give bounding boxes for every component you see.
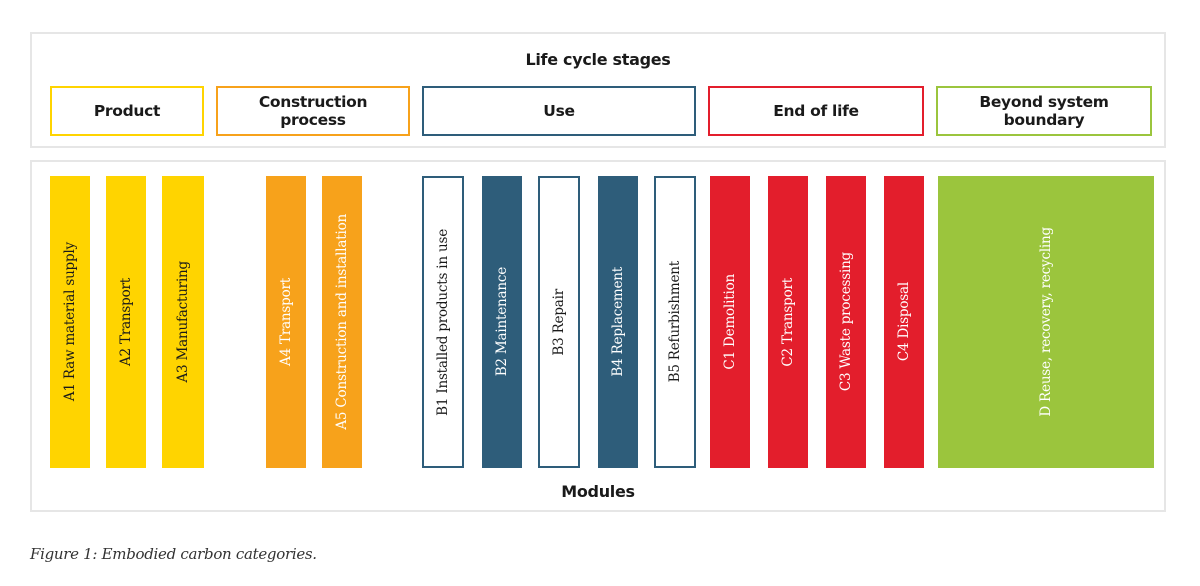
module-a5-construction-and-installation: A5 Construction and installation [322, 176, 362, 468]
module-b2-maintenance: B2 Maintenance [482, 176, 522, 468]
stage-label: End of life [773, 102, 859, 120]
module-label: A3 Manufacturing [175, 261, 191, 383]
module-d-reuse-recovery-recycling: D Reuse, recovery, recycling [938, 176, 1154, 468]
module-label: A5 Construction and installation [334, 214, 350, 430]
life-cycle-stages-panel: Life cycle stages Product Construction p… [30, 32, 1166, 148]
stage-label: Use [543, 102, 575, 120]
module-label: C2 Transport [780, 277, 796, 367]
module-label: D Reuse, recovery, recycling [1038, 227, 1054, 417]
module-label: B1 Installed products in use [435, 228, 451, 416]
stage-construction-process: Construction process [216, 86, 410, 136]
module-b5-refurbishment: B5 Refurbishment [654, 176, 696, 468]
module-c4-disposal: C4 Disposal [884, 176, 924, 468]
module-label: A1 Raw material supply [62, 242, 78, 402]
module-label: B4 Replacement [610, 267, 626, 377]
stage-beyond-system-boundary: Beyond system boundary [936, 86, 1152, 136]
module-label: B2 Maintenance [494, 267, 510, 377]
module-a4-transport: A4 Transport [266, 176, 306, 468]
module-c3-waste-processing: C3 Waste processing [826, 176, 866, 468]
stage-label: Beyond system boundary [979, 93, 1109, 129]
module-b1-installed-products-in-use: B1 Installed products in use [422, 176, 464, 468]
module-c1-demolition: C1 Demolition [710, 176, 750, 468]
stage-label: Construction process [258, 93, 368, 129]
module-label: A2 Transport [118, 277, 134, 366]
module-label: B5 Refurbishment [667, 261, 683, 383]
module-label: C1 Demolition [722, 274, 738, 370]
module-b4-replacement: B4 Replacement [598, 176, 638, 468]
module-label: A4 Transport [278, 277, 294, 366]
stage-product: Product [50, 86, 204, 136]
module-label: C4 Disposal [896, 282, 912, 362]
module-a2-transport: A2 Transport [106, 176, 146, 468]
stages-title: Life cycle stages [525, 50, 671, 69]
module-c2-transport: C2 Transport [768, 176, 808, 468]
module-a3-manufacturing: A3 Manufacturing [162, 176, 204, 468]
stage-end-of-life: End of life [708, 86, 924, 136]
module-label: C3 Waste processing [838, 252, 854, 392]
modules-title: Modules [561, 482, 635, 501]
modules-panel: A1 Raw material supply A2 Transport A3 M… [30, 160, 1166, 512]
stage-label: Product [93, 102, 161, 120]
module-a1-raw-material-supply: A1 Raw material supply [50, 176, 90, 468]
module-label: B3 Repair [551, 288, 567, 356]
module-b3-repair: B3 Repair [538, 176, 580, 468]
figure-caption: Figure 1: Embodied carbon categories. [30, 545, 317, 563]
stage-use: Use [422, 86, 696, 136]
